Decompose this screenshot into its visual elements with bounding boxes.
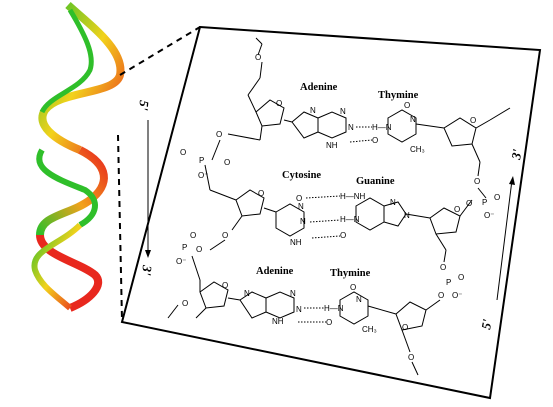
svg-text:O: O [224, 158, 230, 167]
helix-ribbon-green-2 [36, 148, 98, 228]
svg-text:H—N: H—N [340, 215, 360, 224]
helix-ribbon-green-1 [39, 8, 94, 114]
svg-text:N: N [290, 289, 296, 298]
svg-text:O: O [474, 177, 480, 186]
sugar-ring-left-1 [255, 99, 285, 127]
svg-text:H—N: H—N [372, 123, 392, 132]
svg-text:N: N [300, 217, 306, 226]
phosphate-right-1: O P O O⁻ [474, 161, 500, 220]
svg-text:O: O [372, 136, 378, 145]
svg-text:N: N [298, 202, 304, 211]
zoom-line-bottom [117, 134, 123, 321]
svg-text:O: O [438, 291, 444, 300]
svg-text:O: O [470, 116, 476, 125]
svg-text:P: P [199, 156, 204, 165]
helix-ribbon-green-3 [31, 222, 83, 311]
sugar-ring-right-2 [429, 207, 461, 235]
svg-text:O: O [196, 245, 202, 254]
sugar-ring-right-1 [443, 117, 477, 147]
zoom-line-top [119, 26, 201, 76]
svg-text:O: O [180, 148, 186, 157]
helix-ribbon-red-1 [38, 2, 125, 154]
thymine-ring-1 [387, 109, 417, 143]
double-helix-illustration [31, 2, 125, 312]
svg-text:P: P [182, 243, 187, 252]
svg-text:P: P [482, 198, 487, 207]
svg-text:O: O [276, 99, 282, 108]
svg-text:N: N [244, 289, 250, 298]
base-label-adenine-2: Adenine [256, 266, 294, 277]
svg-text:O: O [466, 199, 472, 208]
helix-ribbon-red-2 [36, 146, 108, 236]
svg-text:O⁻: O⁻ [176, 257, 186, 266]
cytosine-ring [275, 203, 305, 237]
svg-text:CH₃: CH₃ [410, 145, 425, 154]
svg-text:O: O [255, 53, 261, 62]
svg-text:O: O [222, 231, 228, 240]
svg-text:N: N [356, 295, 362, 304]
right-strand-arrowhead [509, 176, 515, 185]
svg-text:CH₃: CH₃ [362, 325, 377, 334]
svg-text:O: O [340, 231, 346, 240]
base-pair-3: Adenine Thymine O O N N N NH H—N O N O C… [167, 266, 444, 376]
svg-text:NH: NH [290, 238, 302, 247]
svg-text:O: O [326, 318, 332, 327]
svg-text:N: N [404, 211, 410, 220]
phosphate-right-2: O P O O⁻ [440, 249, 464, 300]
left-strand-arrowhead [145, 250, 151, 258]
svg-text:N: N [348, 123, 354, 132]
base-pair-2: Cytosine Guanine O O N N NH O H—NH H—N O… [209, 170, 473, 251]
base-pair-1: Adenine Thymine O N N N NH H—N O N O CH₃… [247, 37, 511, 163]
svg-text:O: O [182, 299, 188, 308]
sugar-ring-left-3 [199, 281, 229, 309]
svg-text:O: O [350, 283, 356, 292]
left-strand-5prime: 5' [136, 100, 152, 112]
svg-text:H—NH: H—NH [340, 192, 366, 201]
svg-text:N: N [410, 115, 416, 124]
right-strand-5prime: 5' [478, 318, 495, 331]
svg-text:N: N [296, 305, 302, 314]
phosphate-left-1: O P O O⁻ O [180, 130, 261, 191]
svg-text:NH: NH [326, 141, 338, 150]
svg-text:P: P [446, 278, 451, 287]
base-label-cytosine: Cytosine [282, 170, 321, 181]
base-label-thymine-1: Thymine [378, 90, 419, 101]
svg-text:O: O [258, 189, 264, 198]
thymine-ring-2 [339, 291, 369, 325]
right-strand-3prime: 3' [508, 148, 525, 162]
base-label-thymine-2: Thymine [330, 268, 371, 279]
phosphate-left-2: O P O⁻ O [176, 231, 226, 281]
svg-text:O: O [454, 205, 460, 214]
svg-text:O⁻: O⁻ [198, 171, 208, 180]
svg-text:O: O [440, 263, 446, 272]
svg-text:O: O [222, 281, 228, 290]
svg-text:N: N [390, 198, 396, 207]
svg-text:H—N: H—N [324, 304, 344, 313]
svg-text:O: O [408, 353, 414, 362]
base-label-guanine: Guanine [356, 176, 395, 187]
svg-text:O⁻: O⁻ [452, 291, 462, 300]
sugar-ring-right-3 [395, 301, 427, 331]
svg-text:O: O [216, 130, 222, 139]
svg-text:O: O [402, 323, 408, 332]
svg-text:O: O [494, 193, 500, 202]
svg-text:O: O [458, 273, 464, 282]
left-strand-3prime: 3' [139, 264, 155, 277]
svg-text:O: O [190, 231, 196, 240]
svg-text:N: N [340, 107, 346, 116]
sugar-ring-left-2 [235, 189, 265, 217]
svg-text:O⁻: O⁻ [484, 211, 494, 220]
svg-text:N: N [310, 106, 316, 115]
svg-text:NH: NH [272, 317, 284, 326]
svg-text:O: O [404, 101, 410, 110]
svg-text:O: O [296, 194, 302, 203]
right-strand-arrow [496, 179, 513, 301]
base-label-adenine-1: Adenine [300, 82, 338, 93]
